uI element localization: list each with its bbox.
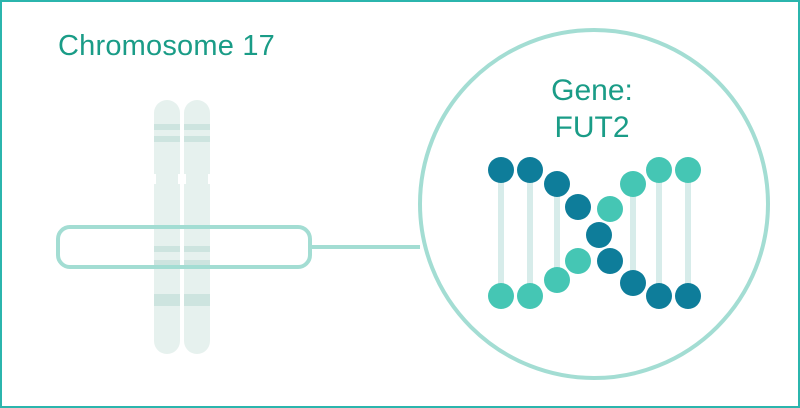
gene-label-line2: FUT2 (554, 111, 630, 144)
gene-label-line1: Gene: (551, 74, 633, 107)
dna-helix-icon (488, 157, 701, 309)
chromosome-bands (154, 124, 210, 306)
gene-label: Gene: FUT2 (522, 72, 662, 146)
chromosome-title: Chromosome 17 (58, 30, 275, 62)
